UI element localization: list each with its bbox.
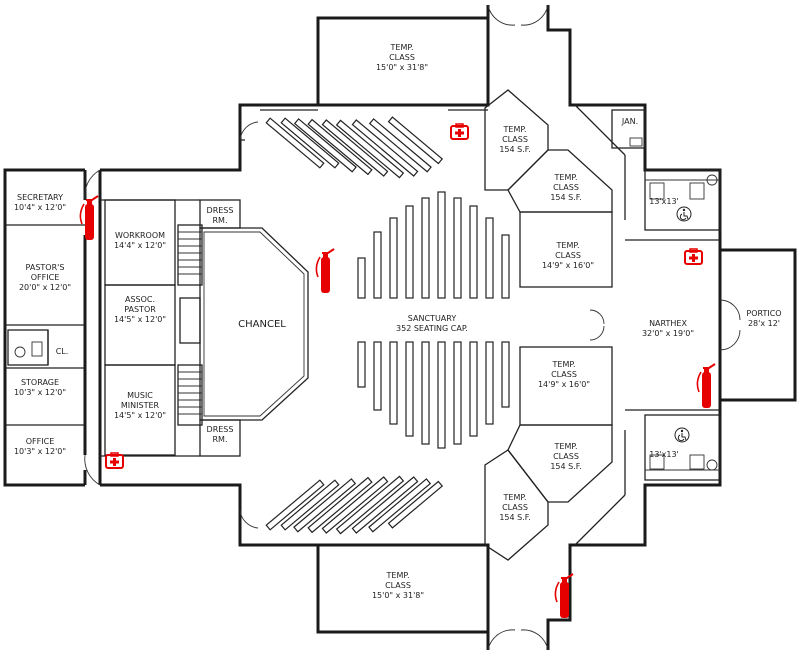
label-jan: JAN. — [621, 117, 638, 126]
label-temp-e2-2: CLASS — [551, 370, 577, 379]
label-dress-top-2: RM. — [212, 216, 227, 225]
label-assoc-pastor-3: 14'5" x 12'0" — [114, 315, 166, 324]
fire-extinguisher-icon — [696, 363, 716, 409]
fire-extinguisher-icon — [315, 248, 335, 294]
label-temp-se1-2: CLASS — [553, 452, 579, 461]
label-temp-se2-2: CLASS — [502, 503, 528, 512]
label-sanctuary-1: SANCTUARY — [408, 314, 457, 323]
label-temp-ne1-2: CLASS — [502, 135, 528, 144]
label-temp-se2-1: TEMP. — [503, 493, 527, 502]
first-aid-icon — [105, 452, 124, 469]
label-temp-se2-3: 154 S.F. — [499, 513, 530, 522]
label-cl: CL. — [56, 347, 69, 356]
label-music-minister-2: MINISTER — [121, 401, 160, 410]
label-temp-class-bottom-1: TEMP. — [386, 571, 410, 580]
label-temp-e1-1: TEMP. — [556, 241, 580, 250]
label-temp-class-top-2: CLASS — [389, 53, 415, 62]
label-dress-bottom-1: DRESS — [207, 425, 234, 434]
wheelchair-icon — [674, 427, 690, 443]
label-narthex-1: NARTHEX — [649, 319, 687, 328]
interior-walls — [5, 89, 721, 561]
label-workroom-1: WORKROOM — [115, 231, 165, 240]
label-portico-1: PORTICO — [746, 309, 781, 318]
label-secretary-2: 10'4" x 12'0" — [14, 203, 66, 212]
wheelchair-icon — [676, 206, 692, 222]
label-assoc-pastor-1: ASSOC. — [125, 295, 155, 304]
label-music-minister-3: 14'5" x 12'0" — [114, 411, 166, 420]
label-temp-ne2-3: 154 S.F. — [550, 193, 581, 202]
label-temp-ne1-3: 154 S.F. — [499, 145, 530, 154]
pews-center-bottom — [357, 341, 510, 449]
first-aid-icon — [450, 123, 469, 140]
label-pastors-office-3: 20'0" x 12'0" — [19, 283, 71, 292]
label-sanctuary-2: 352 SEATING CAP. — [396, 324, 468, 333]
label-temp-se1-3: 154 S.F. — [550, 462, 581, 471]
door-swings — [84, 4, 741, 651]
label-temp-e1-3: 14'9" x 16'0" — [542, 261, 594, 270]
label-temp-se1-1: TEMP. — [554, 442, 578, 451]
label-temp-ne1-1: TEMP. — [503, 125, 527, 134]
label-temp-class-top-3: 15'0" x 31'8" — [376, 63, 428, 72]
label-workroom-2: 14'4" x 12'0" — [114, 241, 166, 250]
label-chancel: CHANCEL — [238, 319, 286, 330]
label-dress-bottom-2: RM. — [212, 435, 227, 444]
label-secretary-1: SECRETARY — [17, 193, 63, 202]
label-narthex-2: 32'0" x 19'0" — [642, 329, 694, 338]
label-assoc-pastor-2: PASTOR — [124, 305, 156, 314]
label-dress-top-1: DRESS — [207, 206, 234, 215]
label-storage-2: 10'3" x 12'0" — [14, 388, 66, 397]
label-temp-ne2-2: CLASS — [553, 183, 579, 192]
fire-extinguisher-icon — [79, 195, 99, 241]
label-temp-e1-2: CLASS — [555, 251, 581, 260]
label-temp-e2-3: 14'9" x 16'0" — [538, 380, 590, 389]
label-office-2: 10'3" x 12'0" — [14, 447, 66, 456]
label-temp-class-bottom-2: CLASS — [385, 581, 411, 590]
pews-top-left — [265, 116, 444, 179]
first-aid-icon — [684, 248, 703, 265]
label-temp-ne2-1: TEMP. — [554, 173, 578, 182]
stairs-top — [177, 224, 203, 286]
label-pastors-office-2: OFFICE — [31, 273, 60, 282]
pews-bottom-left — [265, 475, 444, 535]
label-pastors-office-1: PASTOR'S — [26, 263, 65, 272]
label-music-minister-1: MUSIC — [127, 391, 153, 400]
label-storage-1: STORAGE — [21, 378, 59, 387]
pews-center-top — [357, 191, 510, 299]
stairs-bottom — [177, 364, 203, 426]
label-restroom-top: 13'x13' — [649, 197, 679, 206]
label-temp-class-top-1: TEMP. — [390, 43, 414, 52]
label-temp-e2-1: TEMP. — [552, 360, 576, 369]
label-temp-class-bottom-3: 15'0" x 31'8" — [372, 591, 424, 600]
outer-walls — [3, 5, 797, 650]
label-restroom-bottom: 13'x13' — [649, 450, 679, 459]
label-office-1: OFFICE — [26, 437, 55, 446]
label-portico-2: 28'x 12' — [748, 319, 780, 328]
labels: TEMP. CLASS 15'0" x 31'8" TEMP. CLASS 15… — [14, 43, 782, 600]
